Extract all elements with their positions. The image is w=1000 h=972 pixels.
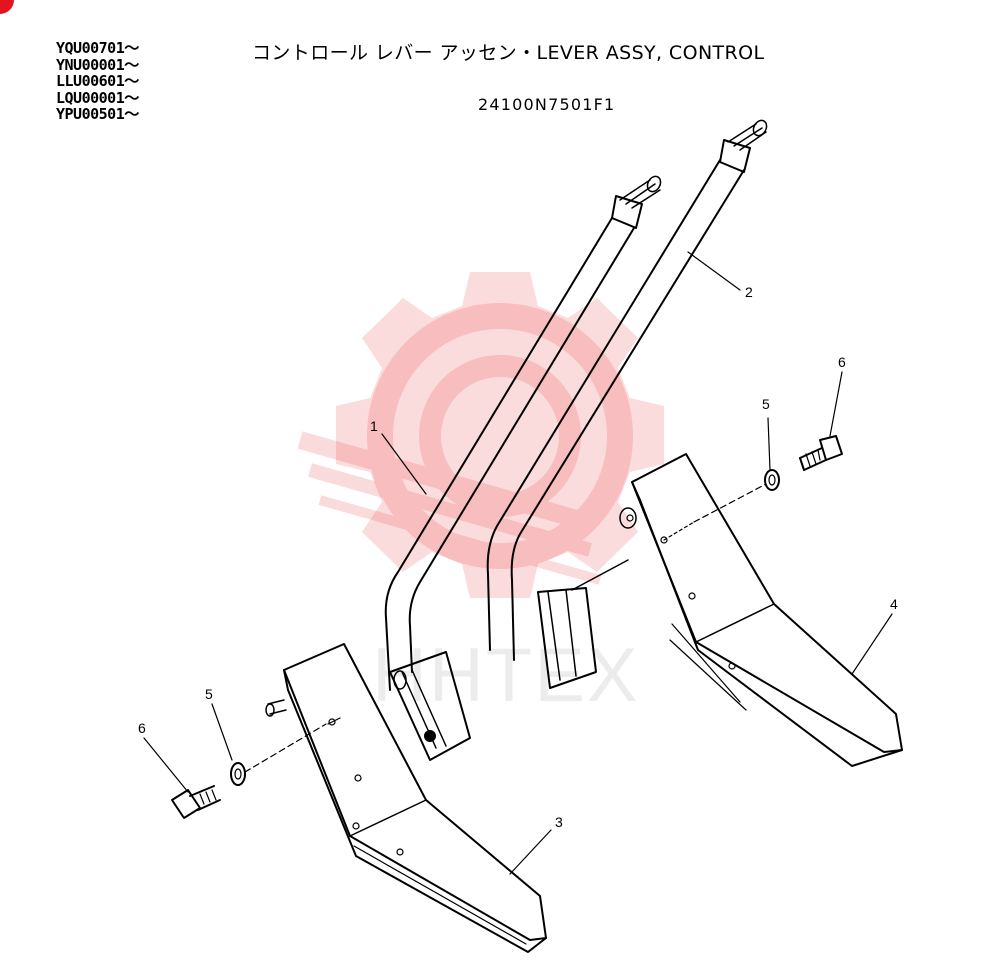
- callout-6-left: 6: [138, 720, 146, 736]
- lever-left-bracket: [389, 651, 471, 761]
- serial-number: YPU00501～: [56, 105, 139, 123]
- washer-left: [230, 762, 246, 786]
- pedal-left: [265, 643, 547, 953]
- serial-number: YNU00001～: [56, 55, 139, 74]
- serial-number: YQU00701～: [56, 39, 139, 57]
- serial-number: LQU00001～: [56, 88, 139, 107]
- callout-4: 4: [890, 596, 898, 612]
- callout-5-right: 5: [762, 396, 770, 412]
- control-lever-right: [486, 119, 768, 689]
- leader-lines: [143, 251, 893, 875]
- diagram-title: コントロール レバー アッセン・LEVER ASSY, CONTROL: [252, 42, 765, 64]
- control-lever-left: [384, 175, 662, 691]
- bolt-right: [799, 435, 843, 471]
- callout-6-right: 6: [838, 354, 846, 370]
- bolt-left: [171, 785, 221, 819]
- serial-number: LLU00601～: [56, 72, 139, 90]
- callout-5-left: 5: [205, 686, 213, 702]
- part-number: 24100N7501F1: [478, 95, 616, 114]
- serial-number-list: YQU00701～ YNU00001～ LLU00601～ LQU00001～ …: [56, 40, 139, 123]
- washer-right: [764, 469, 780, 491]
- callout-2: 2: [745, 284, 753, 300]
- callout-1: 1: [370, 418, 378, 434]
- pedal-right: [619, 453, 903, 767]
- callout-3: 3: [555, 814, 563, 830]
